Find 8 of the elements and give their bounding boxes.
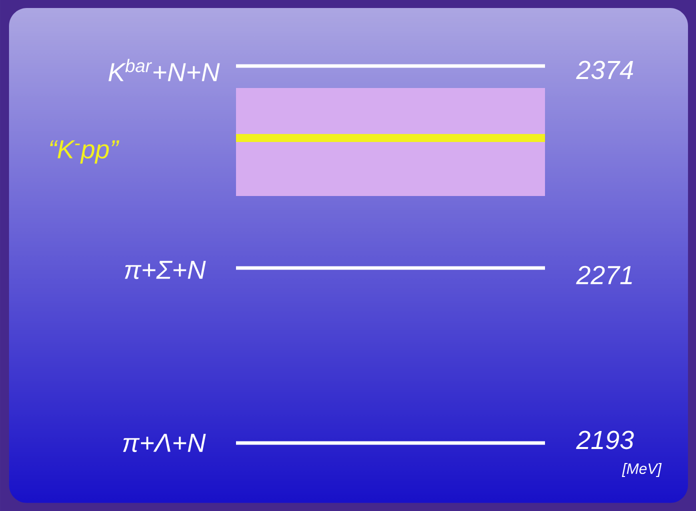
unit-label: [MeV] [622,463,662,477]
level-label: K$^{bar}$+N+N [108,58,220,82]
level-label: π+Σ+N [124,260,206,280]
level-label: π+Λ+N [123,434,206,452]
state-label: “K$^{-}$pp” [50,140,120,164]
energy-value: 2193 [576,430,634,450]
energy-value: 2271 [576,266,632,284]
energy-value: 2374 [576,60,634,80]
